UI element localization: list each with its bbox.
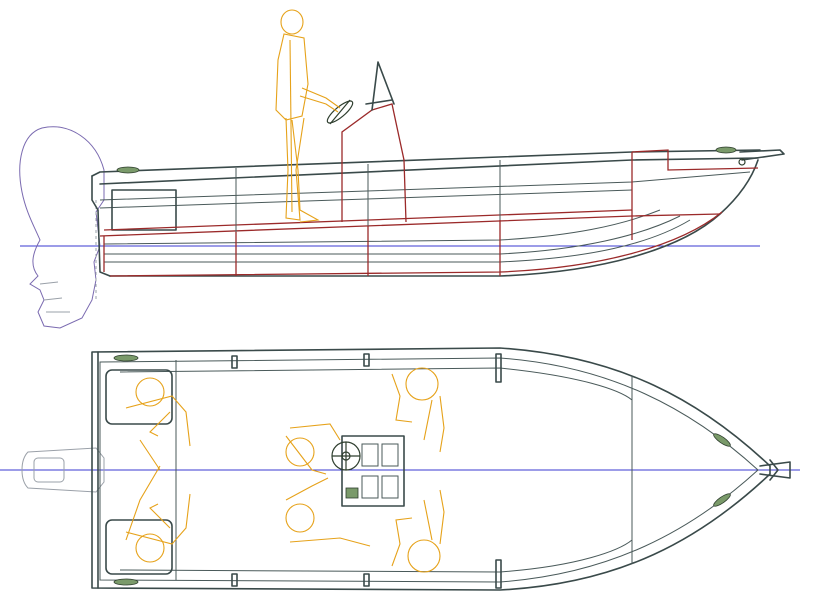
steering-wheel-icon	[331, 441, 361, 471]
outboard-engine-icon	[19, 126, 105, 329]
cleat-icon	[715, 146, 737, 154]
cleat-icon	[116, 166, 140, 174]
center-console	[341, 61, 407, 223]
hull-chine-2	[104, 215, 681, 255]
steering-wheel-icon	[326, 99, 354, 125]
outboard-engine-icon	[21, 447, 105, 493]
frame-ticks	[231, 353, 502, 589]
hull-plan-outline	[91, 347, 771, 591]
hull-chine-1	[104, 219, 691, 263]
cleat-icon	[113, 578, 139, 586]
transom-box	[111, 189, 177, 231]
plan-view	[0, 347, 800, 591]
hull-plan-inner	[99, 357, 759, 583]
bulkheads	[235, 160, 501, 232]
hull-strake	[99, 171, 751, 201]
rear-seat-port	[105, 369, 173, 425]
human-figure-icon	[391, 489, 445, 573]
bow-eye	[738, 158, 746, 166]
hull-deck-line	[99, 189, 633, 209]
rear-seat-starboard	[105, 519, 173, 575]
side-elevation-view	[19, 9, 785, 329]
hull-sheer-line	[91, 149, 761, 177]
human-figure-icon	[125, 493, 191, 563]
cleat-icon	[713, 493, 731, 507]
hull-transom	[91, 175, 111, 277]
human-figure-icon	[285, 477, 371, 547]
human-figure-icon	[125, 439, 161, 541]
bow-fitting	[759, 459, 791, 481]
cleat-icon	[113, 354, 139, 362]
center-console-plan	[341, 435, 405, 507]
human-figure-icon	[125, 377, 191, 447]
bow-rail	[739, 149, 785, 161]
cleat-icon	[713, 433, 731, 447]
human-figure-icon	[285, 423, 341, 475]
hull-keel-line	[109, 159, 759, 277]
human-figure-icon	[391, 367, 445, 453]
human-figure-icon	[275, 9, 341, 223]
